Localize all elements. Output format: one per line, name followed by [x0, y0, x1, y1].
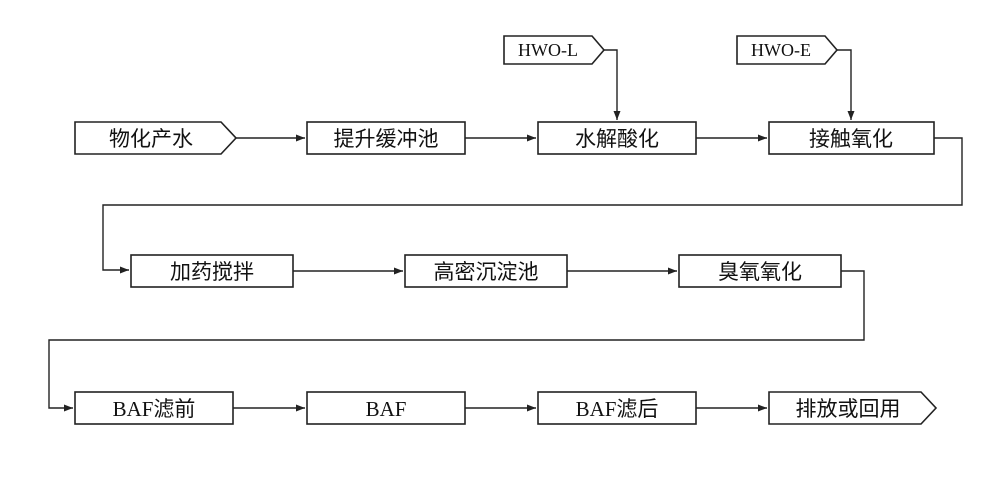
node-dosing-label: 加药搅拌 [170, 260, 254, 284]
node-sedimentation: 高密沉淀池 [404, 254, 568, 288]
arrow-contact-to-dosing [102, 137, 963, 274]
node-baf-label: BAF [366, 397, 407, 421]
node-sedimentation-label: 高密沉淀池 [434, 260, 539, 284]
node-baf: BAF [306, 391, 466, 425]
input-hwo-l: HWO-L [503, 35, 606, 65]
arrow-ozone-to-baf-pre [48, 270, 865, 412]
node-lift-tank-label: 提升缓冲池 [334, 127, 439, 151]
node-hydrolysis: 水解酸化 [537, 121, 697, 155]
node-dosing: 加药搅拌 [130, 254, 294, 288]
node-ozone-label: 臭氧氧化 [718, 260, 802, 284]
input-hwo-e-label: HWO-E [751, 40, 811, 60]
hwo-e-to-contact-ox-arrow [837, 49, 855, 120]
node-discharge: 排放或回用 [768, 391, 938, 425]
node-baf-pre: BAF滤前 [74, 391, 234, 425]
input-hwo-e: HWO-E [736, 35, 839, 65]
node-baf-pre-label: BAF滤前 [113, 397, 196, 421]
node-source-label: 物化产水 [109, 127, 193, 151]
hwo-l-to-hydrolysis-arrow [604, 49, 621, 120]
node-source: 物化产水 [74, 121, 238, 155]
node-baf-post: BAF滤后 [537, 391, 697, 425]
node-hydrolysis-label: 水解酸化 [575, 127, 659, 151]
node-contact-ox-label: 接触氧化 [809, 127, 893, 151]
node-baf-post-label: BAF滤后 [576, 397, 659, 421]
node-contact-ox: 接触氧化 [768, 121, 935, 155]
input-hwo-l-label: HWO-L [518, 40, 578, 60]
node-lift-tank: 提升缓冲池 [306, 121, 466, 155]
node-discharge-label: 排放或回用 [796, 397, 901, 421]
node-ozone: 臭氧氧化 [678, 254, 842, 288]
